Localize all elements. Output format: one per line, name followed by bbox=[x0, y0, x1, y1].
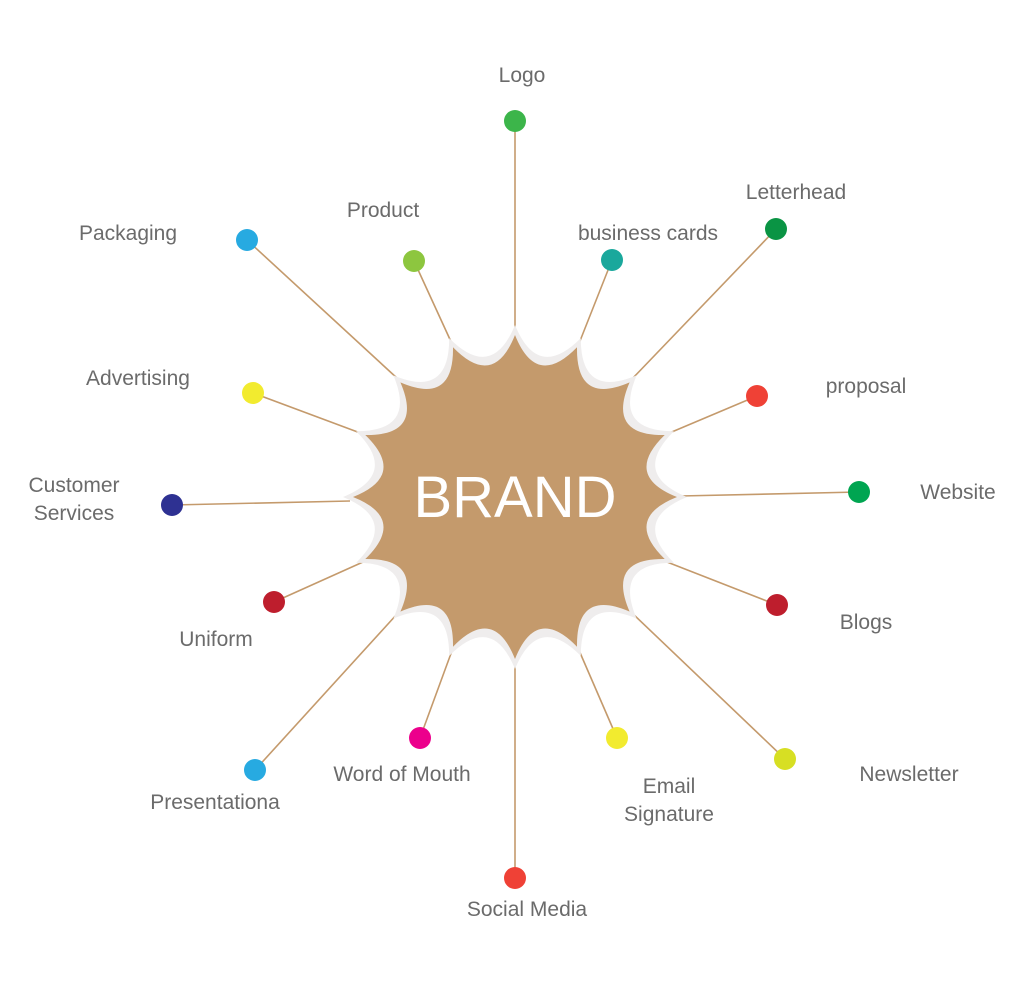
node-uniform: Uniform bbox=[179, 591, 285, 651]
node-label-line: Uniform bbox=[179, 628, 253, 651]
node-dot-social-media bbox=[504, 867, 526, 889]
node-label-line: business cards bbox=[578, 222, 718, 245]
node-label-business-cards: business cards bbox=[578, 222, 718, 245]
brand-hub: BRAND bbox=[343, 325, 687, 669]
node-business-cards: business cards bbox=[578, 222, 718, 271]
node-label-proposal: proposal bbox=[826, 375, 907, 398]
node-label-line: Advertising bbox=[86, 367, 190, 390]
connector-proposal bbox=[666, 395, 758, 435]
node-dot-proposal bbox=[746, 385, 768, 407]
node-label-packaging: Packaging bbox=[79, 222, 177, 245]
connector-letterhead bbox=[631, 228, 777, 380]
node-dot-logo bbox=[504, 110, 526, 132]
node-dot-customer-services bbox=[161, 494, 183, 516]
hub-shape bbox=[353, 335, 677, 659]
node-label-uniform: Uniform bbox=[179, 628, 253, 651]
node-dot-blogs bbox=[766, 594, 788, 616]
connector-advertising bbox=[252, 392, 364, 435]
node-label-line: Presentationa bbox=[150, 791, 280, 814]
connector-business-cards bbox=[577, 259, 613, 347]
node-label-line: Signature bbox=[624, 803, 714, 826]
connector-customer-services bbox=[171, 500, 351, 506]
node-dot-packaging bbox=[236, 229, 258, 251]
node-label-advertising: Advertising bbox=[86, 367, 190, 390]
node-newsletter: Newsletter bbox=[774, 748, 959, 786]
connector-blogs bbox=[666, 561, 778, 606]
node-packaging: Packaging bbox=[79, 222, 258, 251]
node-label-blogs: Blogs bbox=[840, 611, 893, 634]
node-dot-uniform bbox=[263, 591, 285, 613]
node-label-line: Website bbox=[920, 481, 995, 504]
node-dot-word-of-mouth bbox=[409, 727, 431, 749]
nodes: Logo business cards Letterhead proposalWebs… bbox=[28, 64, 995, 921]
connector-website bbox=[679, 491, 860, 497]
node-label-line: Blogs bbox=[840, 611, 893, 634]
connector-packaging bbox=[246, 239, 399, 380]
node-label-line: Newsletter bbox=[859, 763, 958, 786]
connector-email-signature bbox=[577, 647, 618, 739]
node-dot-newsletter bbox=[774, 748, 796, 770]
node-label-letterhead: Letterhead bbox=[746, 181, 846, 204]
connectors bbox=[171, 121, 860, 878]
node-dot-website bbox=[848, 481, 870, 503]
node-label-newsletter: Newsletter bbox=[859, 763, 958, 786]
connector-uniform bbox=[273, 561, 364, 603]
node-product: Product bbox=[347, 199, 425, 272]
node-label-logo: Logo bbox=[499, 64, 546, 87]
node-letterhead: Letterhead bbox=[746, 181, 846, 240]
node-label-line: Product bbox=[347, 199, 420, 222]
node-label-line: Logo bbox=[499, 64, 546, 87]
connector-newsletter bbox=[631, 612, 786, 760]
connector-word-of-mouth bbox=[419, 647, 454, 739]
node-label-line: Services bbox=[34, 502, 115, 525]
node-label-social-media: Social Media bbox=[467, 898, 588, 921]
node-label-website: Website bbox=[920, 481, 995, 504]
node-label-line: Packaging bbox=[79, 222, 177, 245]
node-dot-advertising bbox=[242, 382, 264, 404]
node-website: Website bbox=[848, 481, 996, 504]
center-label: BRAND bbox=[413, 465, 616, 530]
node-blogs: Blogs bbox=[766, 594, 892, 634]
node-label-line: Word of Mouth bbox=[333, 763, 470, 786]
node-dot-presentationa bbox=[244, 759, 266, 781]
node-label-line: Customer bbox=[28, 474, 119, 497]
node-label-line: Email bbox=[643, 775, 696, 798]
node-logo: Logo bbox=[499, 64, 546, 132]
node-label-presentationa: Presentationa bbox=[150, 791, 280, 814]
node-presentationa: Presentationa bbox=[150, 759, 280, 814]
node-label-product: Product bbox=[347, 199, 420, 222]
node-label-line: Social Media bbox=[467, 898, 588, 921]
node-dot-business-cards bbox=[601, 249, 623, 271]
node-proposal: proposal bbox=[746, 375, 906, 407]
connector-presentationa bbox=[254, 612, 399, 771]
node-advertising: Advertising bbox=[86, 367, 264, 404]
node-dot-letterhead bbox=[765, 218, 787, 240]
node-word-of-mouth: Word of Mouth bbox=[333, 727, 471, 786]
node-social-media: Social Media bbox=[467, 867, 588, 921]
node-dot-product bbox=[403, 250, 425, 272]
node-label-word-of-mouth: Word of Mouth bbox=[333, 763, 470, 786]
connector-product bbox=[413, 260, 454, 347]
node-label-line: Letterhead bbox=[746, 181, 846, 204]
node-label-line: proposal bbox=[826, 375, 907, 398]
node-dot-email-signature bbox=[606, 727, 628, 749]
